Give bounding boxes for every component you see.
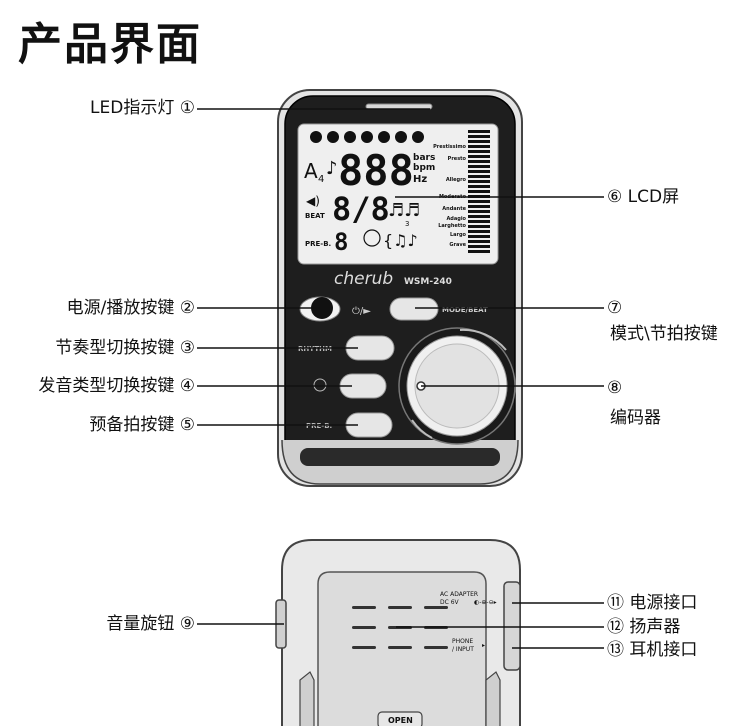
lcd-tempo-bar <box>468 130 490 253</box>
encoder-arrow-cw <box>459 328 507 351</box>
tempo-prestissimo: Prestissimo <box>433 144 466 150</box>
lcd-octave: 4 <box>318 174 324 185</box>
tempo-grave: Grave <box>449 242 466 248</box>
phone-label: PHONE <box>452 638 473 645</box>
tempo-allegro: Allegro <box>446 177 467 183</box>
lcd-triplet: 3 <box>405 220 409 228</box>
lcd-beat-label: BEAT <box>305 212 325 220</box>
voice-icon-label <box>313 378 327 392</box>
mode-beat-label: MODE/BEAT <box>442 306 488 314</box>
back-side-port-panel <box>503 581 521 671</box>
callout-encoder: 编码器 <box>610 408 661 428</box>
callout-encoder-number: ⑧ <box>607 378 623 398</box>
input-label: / INPUT <box>452 646 474 653</box>
brand-logo: cherub <box>334 269 393 289</box>
ac-adapter-label: AC ADAPTER <box>440 591 478 598</box>
phone-arrow-icon: ▸ <box>482 642 485 649</box>
rhythm-label: RHYTHM <box>298 345 332 353</box>
device-bottom-strip <box>300 448 500 466</box>
callout-power-jack: ⑪ 电源接口 <box>607 593 698 613</box>
callout-power-button: 电源/播放按键 ② <box>66 298 195 318</box>
lcd-rhythm-notes: ♬♬ <box>388 200 420 221</box>
callout-mode-number: ⑦ <box>607 298 623 318</box>
lcd-unit-bpm: bpm <box>413 163 435 173</box>
open-label: OPEN <box>388 716 413 725</box>
preb-label: PRE-B. <box>306 422 332 430</box>
lcd-note: A <box>304 159 318 183</box>
callout-rhythm-button: 节奏型切换按键 ③ <box>55 338 195 358</box>
callout-voice-button: 发音类型切换按键 ④ <box>38 376 195 396</box>
tempo-presto: Presto <box>448 156 467 162</box>
stand-left <box>299 671 315 726</box>
tempo-larghetto: Larghetto <box>438 223 466 229</box>
callout-led-indicator: LED指示灯 ① <box>90 98 195 118</box>
lcd-bracket-notes: {♫♪ <box>383 231 418 250</box>
lcd-beat-dots <box>310 131 424 143</box>
tempo-largo: Largo <box>450 232 467 238</box>
dc-polarity-icon: ◐-⊕-⊖▸ <box>474 599 497 606</box>
lcd-note-icon: ♪ <box>326 158 338 179</box>
power-button <box>311 297 333 319</box>
callout-headphone-jack: ⑬ 耳机接口 <box>607 640 698 660</box>
stand-right <box>485 671 501 726</box>
lcd-beat-value: 8/8 <box>332 190 390 228</box>
lcd-preb-label: PRE-B. <box>305 240 331 248</box>
speaker-grille <box>352 606 448 649</box>
lcd-speaker-icon: ◀) <box>306 194 320 208</box>
lcd-unit-bars: bars <box>413 153 435 163</box>
callout-preb-button: 预备拍按键 ⑤ <box>89 415 195 435</box>
callout-lcd: ⑥ LCD屏 <box>607 187 680 207</box>
tempo-adagio: Adagio <box>446 216 466 222</box>
callout-volume-knob: 音量旋钮 ⑨ <box>106 614 195 634</box>
lcd-digits: 888 <box>338 146 414 195</box>
dc-label: DC 6V <box>440 599 460 606</box>
page-title: 产品界面 <box>18 19 202 70</box>
model-label: WSM-240 <box>404 277 452 287</box>
encoder-arrow-ccw <box>411 419 433 439</box>
callout-speaker: ⑫ 扬声器 <box>607 617 681 637</box>
lcd-unit-hz: Hz <box>413 174 427 185</box>
mode-beat-button <box>389 297 439 321</box>
power-icon-label: ⏻/► <box>352 306 371 317</box>
open-latch <box>377 711 423 726</box>
lcd-preb-value: 8 <box>334 228 348 256</box>
tempo-andante: Andante <box>442 206 466 212</box>
lcd-screen <box>297 123 499 265</box>
callout-mode-beat-button: 模式\节拍按键 <box>610 324 718 344</box>
lcd-voice-icon <box>363 229 381 247</box>
